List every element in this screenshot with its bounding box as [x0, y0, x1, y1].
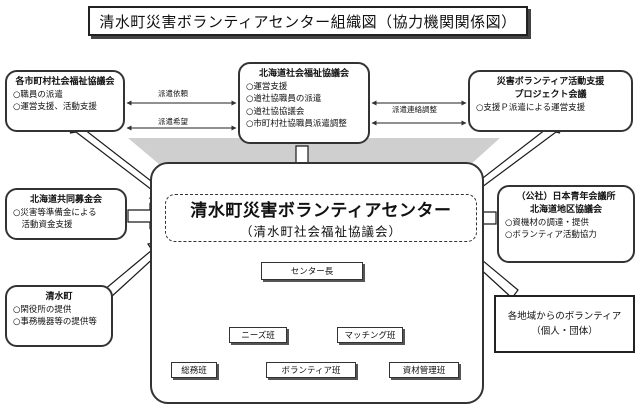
box-shimizu-town: 清水町 ○閑役所の提供 ○事務機器等の提供等: [5, 285, 113, 347]
hokkaido-heading: 北海道社会福祉協議会: [258, 69, 349, 79]
org-volunteer-team: ボランティア班: [266, 362, 356, 378]
shimizu-item: ○閑役所の提供: [13, 305, 72, 316]
box-support-project: 災害ボランティア活動支援 プロジェクト会議 ○支援Ｐ派遣による運営支援: [468, 70, 633, 132]
shaded-background: [128, 138, 500, 165]
kyodo-heading: 北海道共同募金会: [29, 195, 102, 205]
box-junior-chamber: （公社）日本青年会議所 北海道地区協議会 ○資機材の調達・提供 ○ボランティア活…: [497, 185, 635, 263]
hokkaido-item: ○道社協協議会: [246, 106, 305, 117]
center-name: 清水町災害ボランティアセンター: [190, 201, 452, 221]
youth-item: ○資機材の調達・提供: [505, 218, 589, 229]
volunteers-line-1: 各地域からのボランティア: [507, 310, 622, 322]
municipal-heading: 各市町村社会福祉協議会: [15, 77, 115, 87]
shimizu-item: ○事務機器等の提供等: [13, 317, 97, 328]
youth-heading-2: 北海道地区協議会: [529, 205, 602, 216]
box-regional-volunteers: 各地域からのボランティア （個人・団体）: [494, 295, 635, 353]
hokkaido-item: ○市町村社協職員派遣調整: [246, 118, 347, 129]
hokkaido-item: ○道社協職員の派遣: [246, 94, 322, 105]
label-dispatch-request: 派遣依頼: [158, 89, 188, 98]
center-subtitle: （清水町社会福祉協議会）: [239, 224, 402, 239]
hokkaido-item: ○運営支援: [246, 82, 288, 93]
box-hokkaido-council: 北海道社会福祉協議会 ○運営支援 ○道社協職員の派遣 ○道社協協議会 ○市町村社…: [238, 62, 370, 144]
project-item: ○支援Ｐ派遣による運営支援: [476, 103, 586, 114]
project-heading-1: 災害ボランティア活動支援: [496, 77, 605, 87]
org-needs-team: ニーズ班: [229, 327, 287, 343]
diagram-title: 清水町災害ボランティアセンター組織図（協力機関関係図）: [88, 6, 528, 36]
label-dispatch-coordination: 派遣連絡調整: [392, 105, 437, 114]
municipal-item: ○運営支援、活動支援: [13, 102, 97, 113]
municipal-item: ○職員の派遣: [13, 90, 63, 101]
label-dispatch-hope: 派遣希望: [158, 117, 188, 126]
org-general-affairs-team: 総務班: [171, 362, 217, 378]
box-municipal-councils: 各市町村社会福祉協議会 ○職員の派遣 ○運営支援、活動支援: [5, 70, 125, 132]
project-heading-2: プロジェクト会議: [514, 90, 587, 101]
org-materials-team: 資材管理班: [389, 362, 459, 378]
youth-heading-1: （公社）日本青年会議所: [516, 192, 616, 202]
volunteers-line-2: （個人・団体）: [531, 326, 598, 337]
youth-item: ○ボランティア活動協力: [505, 230, 597, 241]
kyodo-item: ○災害等準備金による: [13, 208, 97, 219]
box-community-chest: 北海道共同募金会 ○災害等準備金による 活動資金支援: [5, 188, 127, 240]
shimizu-heading: 清水町: [45, 292, 73, 302]
org-matching-team: マッチング班: [337, 327, 403, 343]
center-name-box: 清水町災害ボランティアセンター （清水町社会福祉協議会）: [165, 194, 477, 242]
kyodo-item: 活動資金支援: [13, 220, 73, 231]
org-center-chief: センター長: [261, 262, 363, 280]
